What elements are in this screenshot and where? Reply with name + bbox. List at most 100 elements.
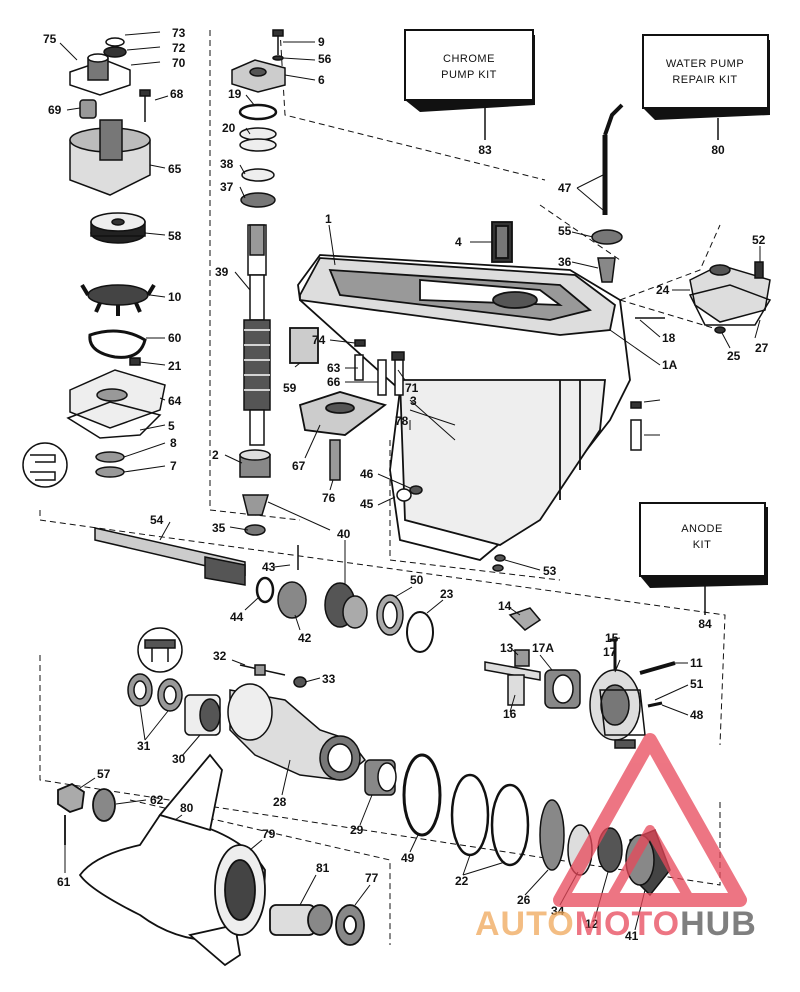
part-label: 63 — [327, 361, 341, 375]
part-label: 7 — [170, 459, 177, 473]
part-label: 25 — [727, 349, 741, 363]
part-label: 27 — [755, 341, 769, 355]
part-label: 54 — [150, 513, 164, 527]
kit-box-chrome-pump: CHROME PUMP KIT 83 — [404, 29, 535, 157]
part-label: 81 — [316, 861, 330, 875]
part-label: 44 — [230, 610, 244, 624]
part-label: 13 — [500, 641, 514, 655]
part-label: 39 — [215, 265, 229, 279]
part-label: 59 — [283, 381, 297, 395]
part-label: 66 — [327, 375, 341, 389]
part-label: 30 — [172, 752, 186, 766]
kit-label-line1: WATER PUMP — [666, 58, 744, 70]
part-number-80-kit: 80 — [711, 143, 725, 157]
part-number-83: 83 — [478, 143, 492, 157]
part-label: 34 — [551, 904, 565, 918]
part-label: 24 — [656, 283, 670, 297]
part-label: 51 — [690, 677, 704, 691]
part-label: 43 — [262, 560, 276, 574]
kit-label-line2: PUMP KIT — [441, 69, 497, 81]
part-label: 3 — [410, 394, 417, 408]
part-label: 32 — [213, 649, 227, 663]
part-label: 42 — [298, 631, 312, 645]
group-outlines — [39, 29, 726, 945]
center-hardware — [329, 339, 506, 572]
kit-label-line2: REPAIR KIT — [672, 74, 737, 86]
part-label: 56 — [318, 52, 332, 66]
part-label: 79 — [262, 827, 276, 841]
part-label: 72 — [172, 41, 186, 55]
part-label: 47 — [558, 181, 572, 195]
part-label: 19 — [228, 87, 242, 101]
part-label: 60 — [168, 331, 182, 345]
part-label: 17 — [603, 645, 617, 659]
part-label: 45 — [360, 497, 374, 511]
part-label: 65 — [168, 162, 182, 176]
kit-label-line1: CHROME — [443, 53, 495, 65]
part-label: 55 — [558, 224, 572, 238]
part-label: 71 — [405, 381, 419, 395]
part-label: 37 — [220, 180, 234, 194]
part-number-labels: 75 73 72 70 69 68 65 58 10 60 21 64 5 8 … — [43, 26, 769, 943]
part-label: 4 — [455, 235, 462, 249]
part-label: 5 — [168, 419, 175, 433]
part-label: 73 — [172, 26, 186, 40]
part-number-84: 84 — [698, 617, 712, 631]
driveshaft-parts — [231, 29, 286, 536]
part-label: 52 — [752, 233, 766, 247]
part-label: 17A — [532, 641, 554, 655]
part-label: 35 — [212, 521, 226, 535]
part-label: 68 — [170, 87, 184, 101]
part-label: 36 — [558, 255, 572, 269]
part-label: 9 — [318, 35, 325, 49]
part-label: 50 — [410, 573, 424, 587]
part-label: 18 — [662, 331, 676, 345]
part-label: 80 — [180, 801, 194, 815]
part-label: 23 — [440, 587, 454, 601]
part-label: 61 — [57, 875, 71, 889]
part-label: 69 — [48, 103, 62, 117]
part-label: 64 — [168, 394, 182, 408]
water-pump-parts — [22, 37, 166, 488]
part-label: 14 — [498, 599, 512, 613]
watermark-logo: AUTOMOTOHUB — [475, 733, 757, 943]
kit-label-line1: ANODE — [681, 523, 723, 535]
part-label: 70 — [172, 56, 186, 70]
part-label: 21 — [168, 359, 182, 373]
part-label: 31 — [137, 739, 151, 753]
part-label: 33 — [322, 672, 336, 686]
part-label: 28 — [273, 795, 287, 809]
watermark-text: AUTOMOTOHUB — [475, 905, 757, 943]
part-label: 1A — [662, 358, 678, 372]
part-label: 22 — [455, 874, 469, 888]
part-label: 38 — [220, 157, 234, 171]
part-label: 29 — [350, 823, 364, 837]
part-label: 16 — [503, 707, 517, 721]
part-label: 10 — [168, 290, 182, 304]
part-label: 2 — [212, 448, 219, 462]
part-label: 40 — [337, 527, 351, 541]
part-label: 77 — [365, 871, 379, 885]
propeller-parts — [57, 753, 365, 967]
kit-label-line2: KIT — [693, 539, 712, 551]
part-label: 57 — [97, 767, 111, 781]
gearcase-housing — [289, 221, 631, 561]
part-label: 49 — [401, 851, 415, 865]
shift-rod-parts — [591, 103, 772, 451]
part-label: 75 — [43, 32, 57, 46]
part-label: 46 — [360, 467, 374, 481]
part-label: 8 — [170, 436, 177, 450]
kit-box-water-pump: WATER PUMP REPAIR KIT 80 — [642, 34, 770, 157]
part-label: 11 — [690, 656, 703, 670]
part-label: 15 — [605, 631, 619, 645]
part-label: 1 — [325, 212, 332, 226]
propshaft-parts — [94, 527, 676, 749]
part-label: 78 — [395, 414, 409, 428]
part-label: 41 — [625, 929, 639, 943]
part-label: 6 — [318, 73, 325, 87]
part-label: 53 — [543, 564, 557, 578]
part-label: 74 — [312, 333, 326, 347]
part-label: 26 — [517, 893, 531, 907]
